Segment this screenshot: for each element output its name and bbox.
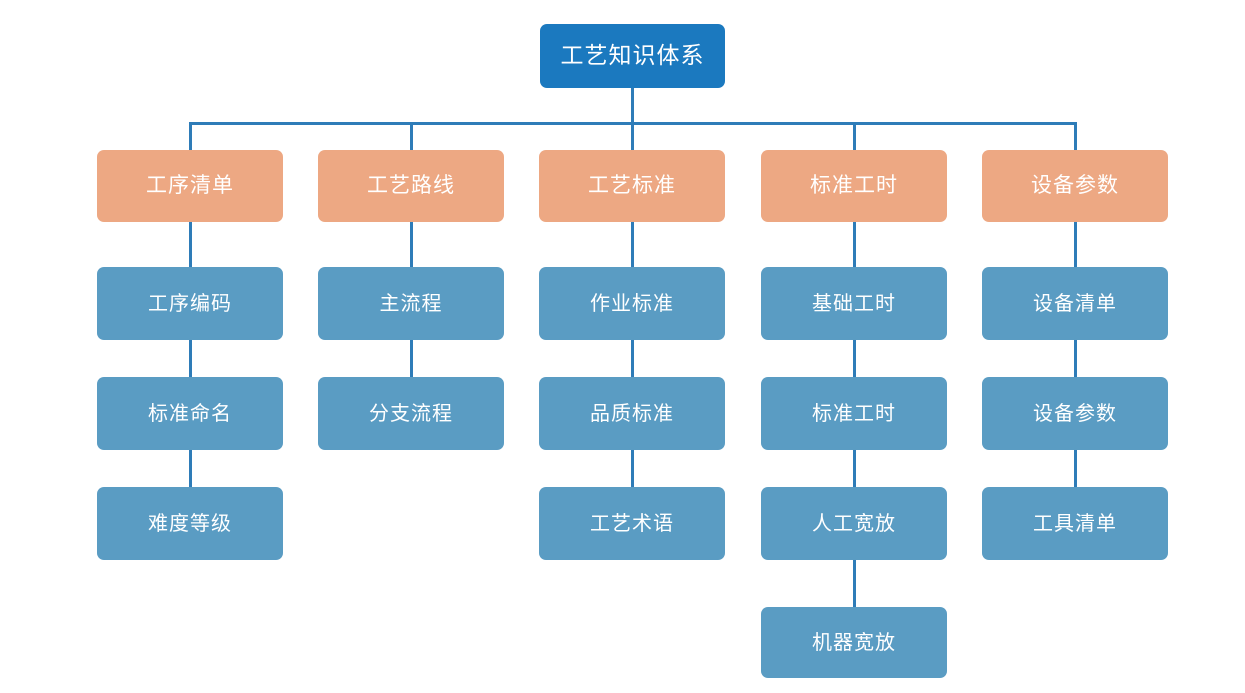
leaf-node-3-2[interactable]: 品质标准 <box>539 377 725 450</box>
leaf-node-5-3-label: 工具清单 <box>1033 512 1117 535</box>
branch-node-3[interactable]: 工艺标准 <box>539 150 725 222</box>
branch-node-2-label: 工艺路线 <box>367 174 455 198</box>
leaf-node-1-2-label: 标准命名 <box>148 402 232 425</box>
leaf-node-5-1[interactable]: 设备清单 <box>982 267 1168 340</box>
leaf-node-4-1-label: 基础工时 <box>812 292 896 315</box>
branch-node-4[interactable]: 标准工时 <box>761 150 947 222</box>
branch-node-1-label: 工序清单 <box>146 174 234 198</box>
link-connector-2-1 <box>410 220 413 269</box>
leaf-node-5-1-label: 设备清单 <box>1033 292 1117 315</box>
leaf-node-3-2-label: 品质标准 <box>590 402 674 425</box>
leaf-node-4-3-label: 人工宽放 <box>812 512 896 535</box>
leaf-node-2-2-label: 分支流程 <box>369 402 453 425</box>
leaf-node-1-3[interactable]: 难度等级 <box>97 487 283 560</box>
leaf-node-1-3-label: 难度等级 <box>148 512 232 535</box>
bus-drop-connector-4 <box>853 122 856 151</box>
link-connector-4-3 <box>853 448 856 489</box>
leaf-node-4-2-label: 标准工时 <box>812 402 896 425</box>
link-connector-5-3 <box>1074 448 1077 489</box>
link-connector-3-2 <box>631 338 634 379</box>
leaf-node-5-3[interactable]: 工具清单 <box>982 487 1168 560</box>
leaf-node-1-1-label: 工序编码 <box>148 292 232 315</box>
link-connector-1-3 <box>189 448 192 489</box>
root-stem-connector <box>631 88 634 124</box>
leaf-node-4-2[interactable]: 标准工时 <box>761 377 947 450</box>
leaf-node-2-2[interactable]: 分支流程 <box>318 377 504 450</box>
leaf-node-3-3-label: 工艺术语 <box>590 512 674 535</box>
leaf-node-4-4-label: 机器宽放 <box>812 631 896 654</box>
branch-node-4-label: 标准工时 <box>810 174 898 198</box>
leaf-node-5-2[interactable]: 设备参数 <box>982 377 1168 450</box>
root-node[interactable]: 工艺知识体系 <box>540 24 725 88</box>
leaf-node-2-1-label: 主流程 <box>379 292 443 315</box>
leaf-node-4-4[interactable]: 机器宽放 <box>761 607 947 678</box>
leaf-node-2-1[interactable]: 主流程 <box>318 267 504 340</box>
bus-drop-connector-5 <box>1074 122 1077 151</box>
link-connector-1-1 <box>189 220 192 269</box>
branch-node-5-label: 设备参数 <box>1031 174 1119 198</box>
link-connector-4-2 <box>853 338 856 379</box>
leaf-node-3-1-label: 作业标准 <box>590 292 674 315</box>
leaf-node-3-3[interactable]: 工艺术语 <box>539 487 725 560</box>
link-connector-3-1 <box>631 220 634 269</box>
branch-node-2[interactable]: 工艺路线 <box>318 150 504 222</box>
link-connector-4-1 <box>853 220 856 269</box>
bus-drop-connector-1 <box>189 122 192 151</box>
bus-drop-connector-2 <box>410 122 413 151</box>
link-connector-3-3 <box>631 448 634 489</box>
link-connector-5-2 <box>1074 338 1077 379</box>
leaf-node-4-3[interactable]: 人工宽放 <box>761 487 947 560</box>
bus-drop-connector-3 <box>631 122 634 151</box>
leaf-node-4-1[interactable]: 基础工时 <box>761 267 947 340</box>
leaf-node-1-1[interactable]: 工序编码 <box>97 267 283 340</box>
link-connector-1-2 <box>189 338 192 379</box>
leaf-node-5-2-label: 设备参数 <box>1033 402 1117 425</box>
branch-node-5[interactable]: 设备参数 <box>982 150 1168 222</box>
leaf-node-1-2[interactable]: 标准命名 <box>97 377 283 450</box>
root-node-label: 工艺知识体系 <box>560 42 705 69</box>
link-connector-5-1 <box>1074 220 1077 269</box>
branch-node-3-label: 工艺标准 <box>588 174 676 198</box>
link-connector-4-4 <box>853 558 856 609</box>
link-connector-2-2 <box>410 338 413 379</box>
branch-node-1[interactable]: 工序清单 <box>97 150 283 222</box>
leaf-node-3-1[interactable]: 作业标准 <box>539 267 725 340</box>
